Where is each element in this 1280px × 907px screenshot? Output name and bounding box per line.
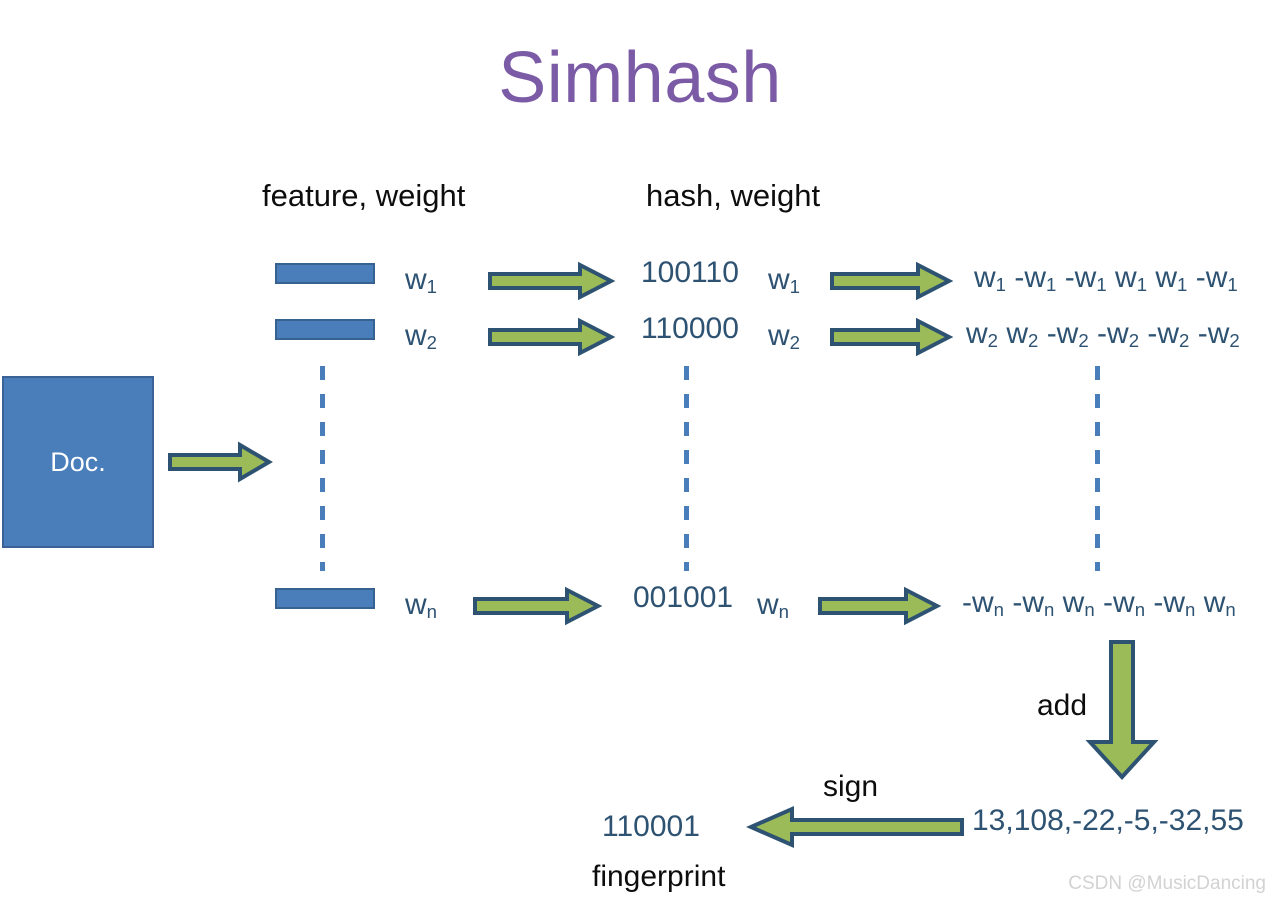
- column-header-hash-weight: hash, weight: [646, 178, 821, 213]
- arrow-hash-to-signed-2: [830, 317, 954, 357]
- add-operation-label: add: [1037, 689, 1088, 722]
- signed-weights-row-1: w1 -w1 -w1 w1 w1 -w1: [974, 261, 1238, 296]
- fingerprint-label: fingerprint: [592, 860, 726, 893]
- signed-weights-row-2: w2 w2 -w2 -w2 -w2 -w2: [966, 317, 1240, 352]
- fingerprint-bits: 110001: [602, 810, 700, 843]
- hash-value-2: 110000: [641, 312, 739, 345]
- hash-value-n: 001001: [633, 581, 734, 614]
- arrow-hash-to-signed-n: [818, 586, 942, 626]
- arrow-hash-to-signed-1: [830, 261, 954, 301]
- hash-weight-label-n: wn: [757, 588, 790, 623]
- feature-weight-label-n: wn: [405, 588, 438, 623]
- arrow-sign-left: [746, 805, 964, 849]
- page-title: Simhash: [498, 38, 782, 118]
- ellipsis-dashed-line-hashes: [684, 366, 689, 571]
- signed-weights-row-n: -wn -wn wn -wn -wn wn: [962, 586, 1236, 621]
- sign-operation-label: sign: [823, 770, 879, 803]
- ellipsis-dashed-line-features: [320, 366, 325, 571]
- arrow-feature-to-hash-n: [473, 586, 603, 626]
- feature-bar-1: [275, 263, 375, 284]
- hash-value-1: 100110: [641, 256, 739, 289]
- arrow-feature-to-hash-1: [488, 261, 616, 301]
- hash-weight-label-1: w1: [768, 263, 801, 298]
- hash-weight-label-2: w2: [768, 319, 801, 354]
- doc-box-label: Doc.: [50, 446, 106, 477]
- sum-vector-value: 13,108,-22,-5,-32,55: [972, 804, 1244, 837]
- feature-weight-label-2: w2: [405, 319, 438, 354]
- feature-bar-2: [275, 319, 375, 340]
- doc-box[interactable]: Doc.: [2, 376, 154, 548]
- arrow-doc-to-features: [168, 441, 273, 483]
- feature-weight-label-1: w1: [405, 263, 438, 298]
- column-header-feature-weight: feature, weight: [262, 178, 466, 213]
- arrow-feature-to-hash-2: [488, 317, 616, 357]
- ellipsis-dashed-line-signed: [1095, 366, 1100, 571]
- feature-bar-n: [275, 588, 375, 609]
- arrow-add-down: [1085, 640, 1159, 780]
- watermark-text: CSDN @MusicDancing: [1068, 873, 1266, 894]
